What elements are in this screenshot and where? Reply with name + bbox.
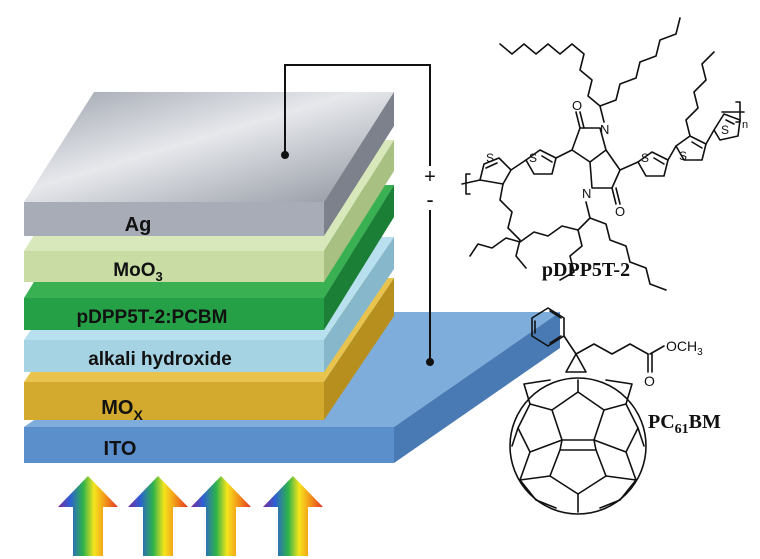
contact-dot-top	[281, 151, 289, 159]
external-circuit: + -	[281, 64, 436, 366]
light-arrow-2	[128, 476, 188, 556]
layer-ag-top	[24, 92, 394, 202]
polymer-structure: n S S O O N N	[461, 17, 748, 291]
light-arrows	[58, 476, 323, 556]
layer-moo3-label: MoO3	[113, 260, 162, 284]
polarity-plus: +	[424, 166, 436, 188]
layer-alkali-label: alkali hydroxide	[88, 349, 232, 370]
thiophene-s-5: S	[721, 123, 729, 137]
layer-alkali-side	[324, 237, 394, 372]
dpp-n-1: N	[600, 122, 609, 137]
layer-ito-side	[394, 312, 560, 463]
thiophene-s-1: S	[486, 151, 494, 165]
layer-moo3-front	[24, 251, 324, 282]
layer-ito-label: ITO	[104, 438, 137, 460]
thiophene-s-3: S	[641, 151, 649, 165]
contact-dot-bottom	[426, 358, 434, 366]
ester-carbonyl-o: O	[644, 373, 655, 389]
repeat-bracket-left	[465, 173, 471, 195]
layer-moo3-side	[324, 140, 394, 282]
fullerene-cage	[509, 377, 647, 515]
fullerene-structure: O OCH3 PC61BM	[509, 307, 721, 515]
layer-mox-label: MOX	[101, 397, 143, 423]
light-arrow-1	[58, 476, 118, 556]
polymer-name: pDPP5T-2	[542, 259, 630, 281]
thiophene-s-2: S	[529, 151, 537, 165]
layer-ag-label: Ag	[125, 214, 152, 236]
dpp-o-1: O	[572, 98, 582, 113]
polarity-minus: -	[426, 187, 433, 212]
layer-ag: Ag	[24, 92, 394, 236]
fullerene-name: PC61BM	[648, 411, 721, 437]
layer-active-front	[24, 298, 324, 330]
layer-alkali-front	[24, 340, 324, 372]
light-arrow-3	[191, 476, 251, 556]
layer-ag-front	[24, 202, 324, 236]
layer-mox-front	[24, 382, 324, 420]
layer-mox-side	[324, 278, 394, 420]
layer-active-label: pDPP5T-2:PCBM	[77, 307, 228, 328]
ester-och3: OCH3	[666, 338, 703, 358]
dpp-n-2: N	[582, 186, 591, 201]
light-arrow-4	[263, 476, 323, 556]
circuit-gap	[424, 166, 436, 210]
thiophene-s-4: S	[679, 149, 687, 163]
dpp-o-2: O	[615, 204, 625, 219]
repeat-index: n	[742, 119, 748, 131]
layer-ag-side	[324, 92, 394, 236]
layer-ito-front	[24, 427, 394, 463]
circuit-wire	[284, 64, 431, 362]
layer-active-side	[324, 185, 394, 330]
